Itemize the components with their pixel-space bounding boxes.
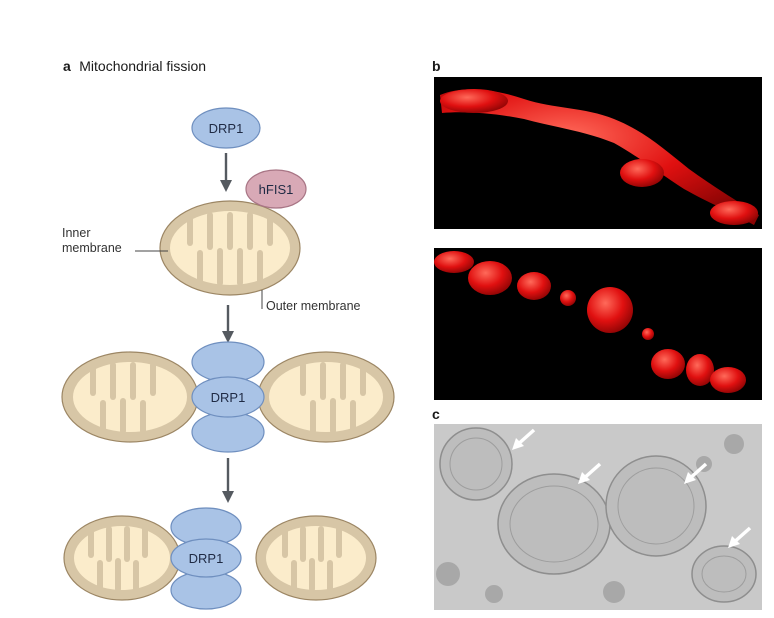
outer-membrane-label: Outer membrane	[266, 299, 361, 313]
hfis1-protein: hFIS1	[245, 169, 307, 209]
arrow-down-icon	[222, 458, 234, 503]
fluorescence-image-fragmented	[434, 248, 762, 400]
panel-b-letter: b	[432, 58, 441, 74]
drp1-split-label: DRP1	[189, 551, 224, 566]
arrow-down-icon	[220, 153, 232, 192]
drp1-top-label: DRP1	[209, 121, 244, 136]
drp1-ring-bottom	[191, 411, 265, 453]
panel-c-letter: c	[432, 406, 440, 422]
inner-membrane-label: Inner membrane	[62, 226, 122, 255]
fission-diagram: DRP1 hFIS1	[61, 107, 395, 610]
drp1-ring-middle	[191, 376, 265, 418]
electron-micrograph	[434, 424, 762, 610]
mitochondria-divided: DRP1	[63, 507, 377, 610]
fluorescence-image-fused	[434, 77, 762, 229]
drp1-split-middle	[170, 538, 242, 578]
mitochondrion-constricting: DRP1	[61, 341, 395, 453]
drp1-constriction-label: DRP1	[211, 390, 246, 405]
arrow-indicator-icons	[512, 428, 752, 548]
panel-a-letter: a	[63, 58, 71, 74]
arrow-down-icon	[222, 305, 234, 343]
drp1-ring-top	[191, 341, 265, 383]
drp1-monomer: DRP1	[191, 107, 261, 149]
mitochondrion-intact	[159, 200, 301, 296]
panel-a-title: Mitochondrial fission	[79, 58, 207, 74]
panel-a-header: a Mitochondrial fission	[63, 58, 206, 76]
hfis1-label: hFIS1	[259, 182, 294, 197]
